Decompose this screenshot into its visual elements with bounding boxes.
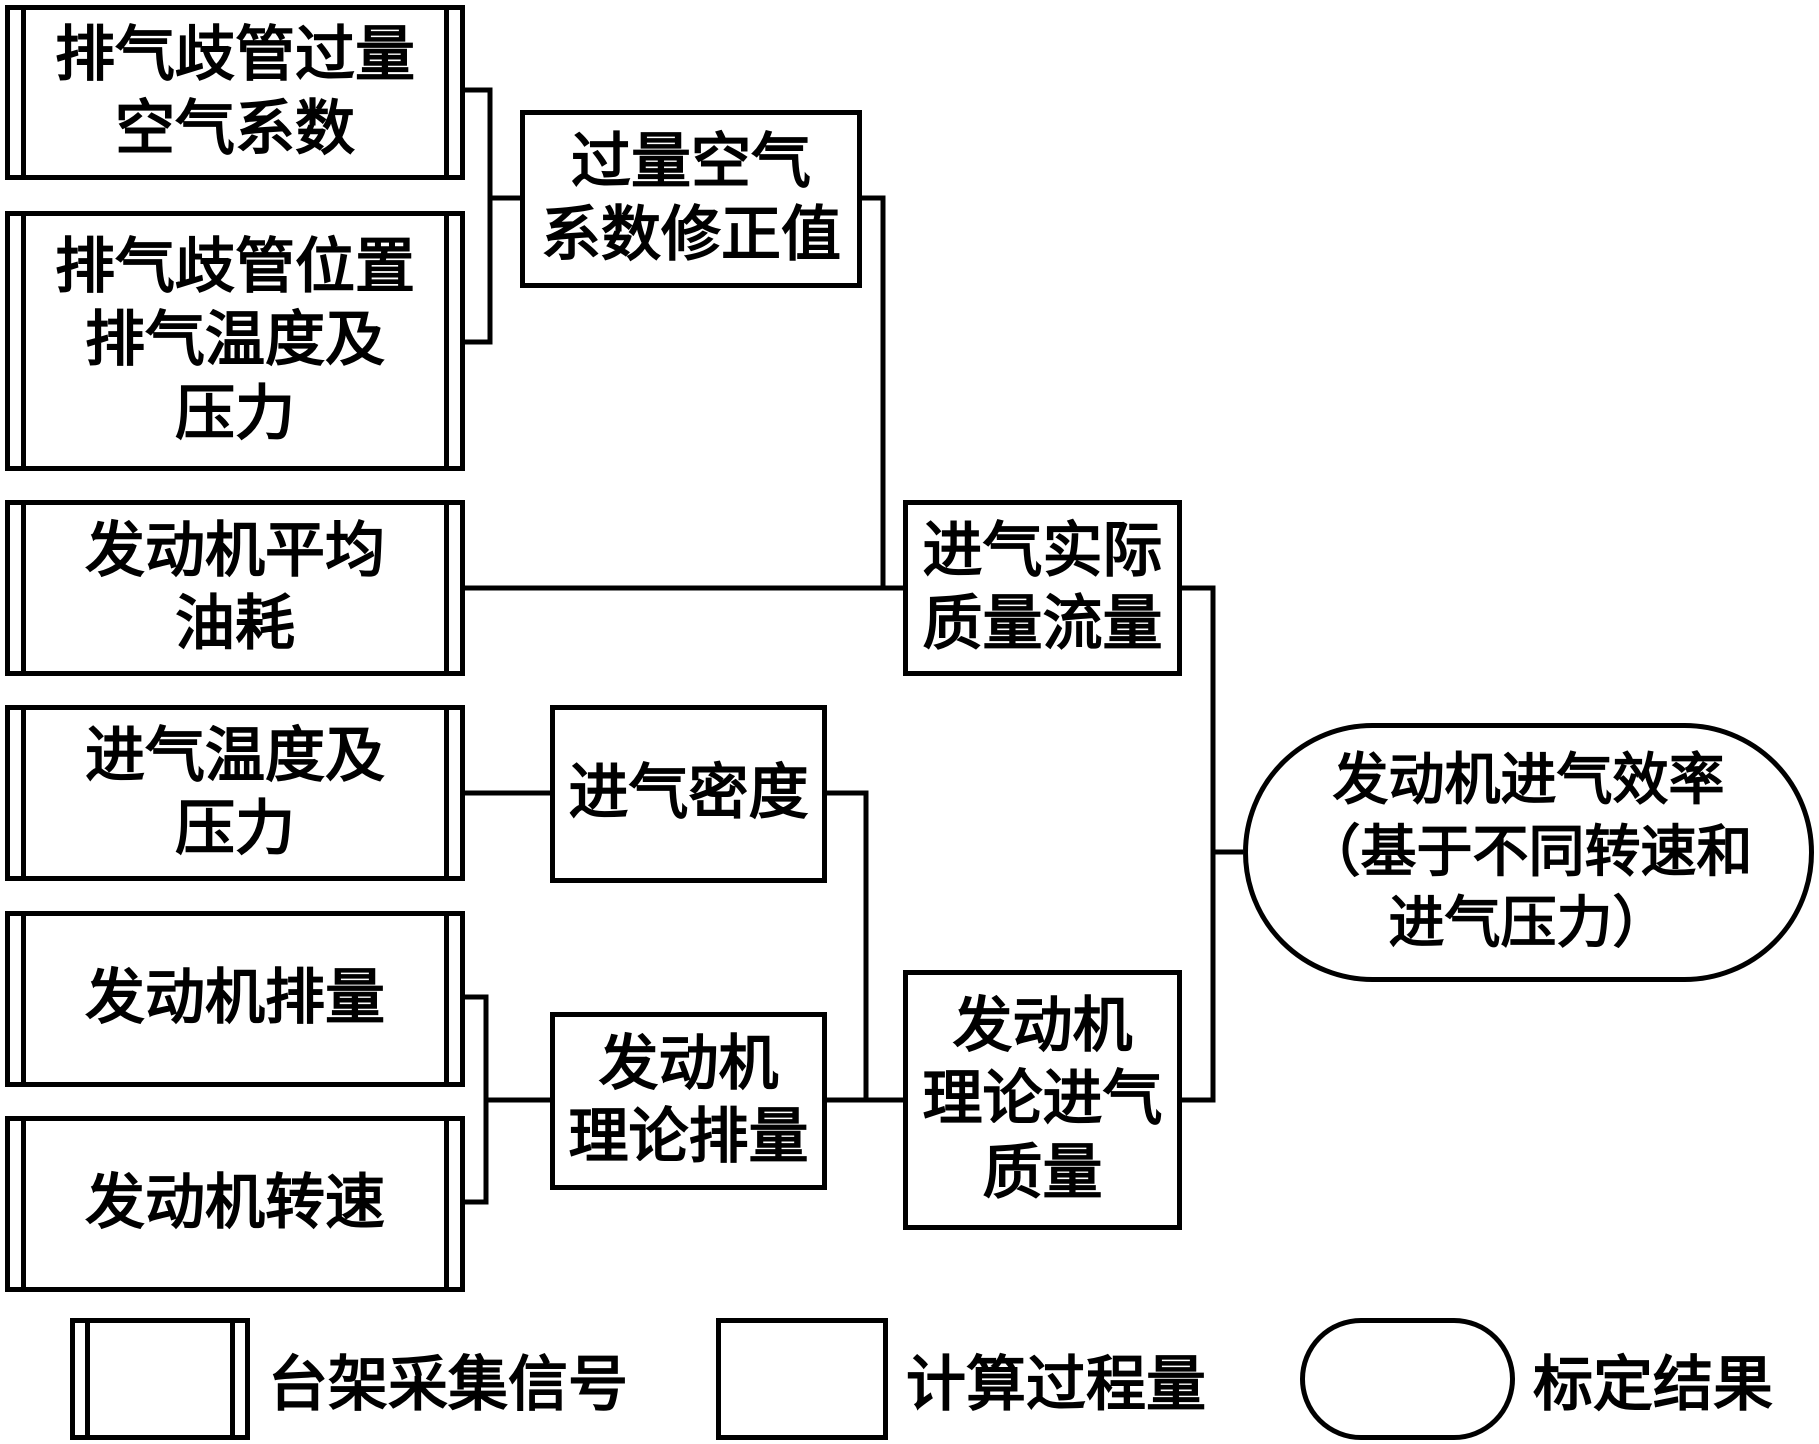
legend-signal-swatch <box>70 1318 250 1440</box>
node-intake-temp-pressure-label: 进气温度及 压力 <box>85 720 385 864</box>
node-theoretical-intake-mass: 发动机 理论进气 质量 <box>903 970 1182 1230</box>
node-avg-fuel-label: 发动机平均 油耗 <box>85 515 385 659</box>
legend-result: 标定结果 <box>1300 1318 1773 1440</box>
legend-process-label: 计算过程量 <box>906 1349 1206 1420</box>
node-displacement: 发动机排量 <box>5 911 465 1087</box>
legend-process-swatch <box>716 1318 888 1440</box>
node-exhaust-temp-pressure: 排气歧管位置 排气温度及 压力 <box>5 211 465 471</box>
legend-result-label: 标定结果 <box>1533 1349 1773 1420</box>
node-result-label: 发动机进气效率 （基于不同转速和 进气压力） <box>1304 747 1753 957</box>
legend-signal: 台架采集信号 <box>70 1318 628 1440</box>
node-exhaust-excess-air: 排气歧管过量 空气系数 <box>5 5 465 180</box>
node-intake-temp-pressure: 进气温度及 压力 <box>5 705 465 881</box>
node-intake-density: 进气密度 <box>550 705 827 883</box>
node-theoretical-displacement: 发动机 理论排量 <box>550 1012 827 1190</box>
node-excess-air-corrected-label: 过量空气 系数修正值 <box>541 126 841 270</box>
node-engine-speed-label: 发动机转速 <box>85 1168 385 1239</box>
node-actual-mass-flow-label: 进气实际 质量流量 <box>922 515 1163 659</box>
connector-corrected-to-mass-flow <box>862 195 886 588</box>
legend-signal-label: 台架采集信号 <box>268 1349 628 1420</box>
node-displacement-label: 发动机排量 <box>85 963 385 1034</box>
legend-process: 计算过程量 <box>716 1318 1206 1440</box>
node-exhaust-excess-air-label: 排气歧管过量 空气系数 <box>55 20 415 164</box>
connector-outputs-bracket <box>1182 585 1216 1103</box>
connector-excess-air-to-bracket <box>465 87 493 345</box>
node-actual-mass-flow: 进气实际 质量流量 <box>903 500 1182 676</box>
node-engine-speed: 发动机转速 <box>5 1116 465 1292</box>
node-avg-fuel: 发动机平均 油耗 <box>5 500 465 676</box>
node-excess-air-corrected: 过量空气 系数修正值 <box>520 110 862 288</box>
node-theoretical-displacement-label: 发动机 理论排量 <box>568 1028 809 1172</box>
node-result: 发动机进气效率 （基于不同转速和 进气压力） <box>1243 723 1814 982</box>
node-intake-density-label: 进气密度 <box>568 758 809 829</box>
connector-density-to-intake-mass <box>827 790 869 1100</box>
node-exhaust-temp-pressure-label: 排气歧管位置 排气温度及 压力 <box>55 232 415 449</box>
legend-result-swatch <box>1300 1318 1515 1440</box>
connector-inputs-bracket <box>465 994 489 1205</box>
node-theoretical-intake-mass-label: 发动机 理论进气 质量 <box>922 991 1163 1208</box>
